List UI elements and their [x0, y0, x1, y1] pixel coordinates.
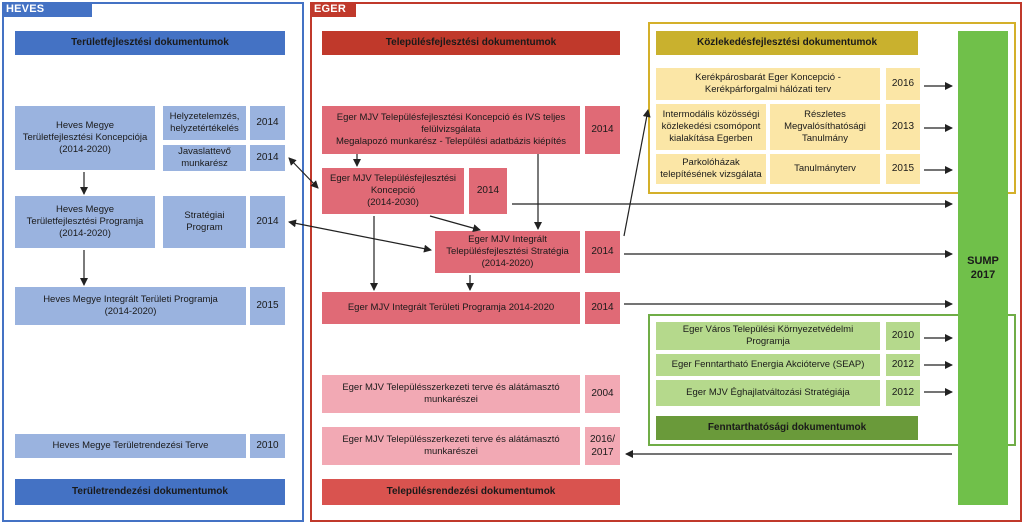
- tanulmanyterv-year: 2015: [886, 154, 920, 184]
- heves-program-box: Heves Megye Területfejlesztési Programja…: [15, 196, 155, 248]
- kornyezetvedelmi-box: Eger Város Települési Környezetvédelmi P…: [656, 322, 880, 350]
- teruletrendezesi-header: Területrendezési dokumentumok: [15, 479, 285, 505]
- kornyezetvedelmi-year: 2010: [886, 322, 920, 350]
- seap-year: 2012: [886, 354, 920, 376]
- teruletfejlesztesi-header: Területfejlesztési dokumentumok: [15, 31, 285, 55]
- telepulesrendezesi-header: Településrendezési dokumentumok: [322, 479, 620, 505]
- eger-ivs-box: Eger MJV Településfejlesztési Koncepció …: [322, 106, 580, 154]
- eger-koncepcio-year: 2014: [469, 168, 507, 214]
- fenntarthatosagi-header: Fenntarthatósági dokumentumok: [656, 416, 918, 440]
- eger-ivs-year: 2014: [585, 106, 620, 154]
- parkolo-box: Parkolóházak telepítésének vizsgálata: [656, 154, 766, 184]
- transport-frame: [648, 22, 1016, 194]
- heves-rendezesi-year: 2010: [250, 434, 285, 458]
- intermodalis-box: Intermodális közösségi közlekedési csomó…: [656, 104, 766, 150]
- heves-javaslattevo-year: 2014: [250, 145, 285, 171]
- kerekpar-year: 2016: [886, 68, 920, 100]
- arrow-strategiai-eger-strategia: [288, 219, 432, 253]
- eger-szerkezeti-2004-year: 2004: [585, 375, 620, 413]
- heves-helyzetelemzes-year: 2014: [250, 106, 285, 140]
- eger-itp-year: 2014: [585, 292, 620, 324]
- tanulmanyterv-box: Tanulmányterv: [770, 154, 880, 184]
- reszletes-year: 2013: [886, 104, 920, 150]
- eger-itp-box: Eger MJV Integrált Területi Programja 20…: [322, 292, 580, 324]
- eghajlat-box: Eger MJV Éghajlatváltozási Stratégiája: [656, 380, 880, 406]
- arrow-koncepcio-strategia: [429, 215, 481, 232]
- heves-strategiai-box: Stratégiai Program: [163, 196, 246, 248]
- heves-rendezesi-box: Heves Megye Területrendezési Terve: [15, 434, 246, 458]
- arrow-strategia-transport: [623, 109, 651, 237]
- eger-koncepcio-box: Eger MJV Településfejlesztési Koncepció …: [322, 168, 464, 214]
- heves-javaslattevo-box: Javaslattevő munkarész: [163, 145, 246, 171]
- heves-koncepcio-box: Heves Megye Területfejlesztési Koncepció…: [15, 106, 155, 170]
- eger-frame: [310, 2, 1022, 522]
- heves-integralt-year: 2015: [250, 287, 285, 325]
- eger-strategia-box: Eger MJV Integrált Településfejlesztési …: [435, 231, 580, 273]
- sump-box: SUMP 2017: [958, 31, 1008, 505]
- kozlekedesfejlesztesi-header: Közlekedésfejlesztési dokumentumok: [656, 31, 918, 55]
- heves-megye-frame: [2, 2, 304, 522]
- heves-megye-tag: HEVES MEGYE: [2, 2, 92, 29]
- eger-szerkezeti-2016-box: Eger MJV Településszerkezeti terve és al…: [322, 427, 580, 465]
- eger-tag: EGER: [310, 2, 356, 17]
- heves-integralt-box: Heves Megye Integrált Területi Programja…: [15, 287, 246, 325]
- eghajlat-year: 2012: [886, 380, 920, 406]
- eger-szerkezeti-2016-year: 2016/ 2017: [585, 427, 620, 465]
- heves-helyzetelemzes-box: Helyzetelemzés, helyzetértékelés: [163, 106, 246, 140]
- eger-strategia-year: 2014: [585, 231, 620, 273]
- kerekpar-box: Kerékpárosbarát Eger Koncepció - Kerékpá…: [656, 68, 880, 100]
- arrow-javaslattevo-eger-koncepcio: [288, 157, 319, 189]
- sustain-frame: [648, 314, 1016, 446]
- seap-box: Eger Fenntartható Energia Akcióterve (SE…: [656, 354, 880, 376]
- telepulesfejlesztesi-header: Településfejlesztési dokumentumok: [322, 31, 620, 55]
- reszletes-box: Részletes Megvalósíthatósági Tanulmány: [770, 104, 880, 150]
- eger-szerkezeti-2004-box: Eger MJV Településszerkezeti terve és al…: [322, 375, 580, 413]
- heves-strategiai-year: 2014: [250, 196, 285, 248]
